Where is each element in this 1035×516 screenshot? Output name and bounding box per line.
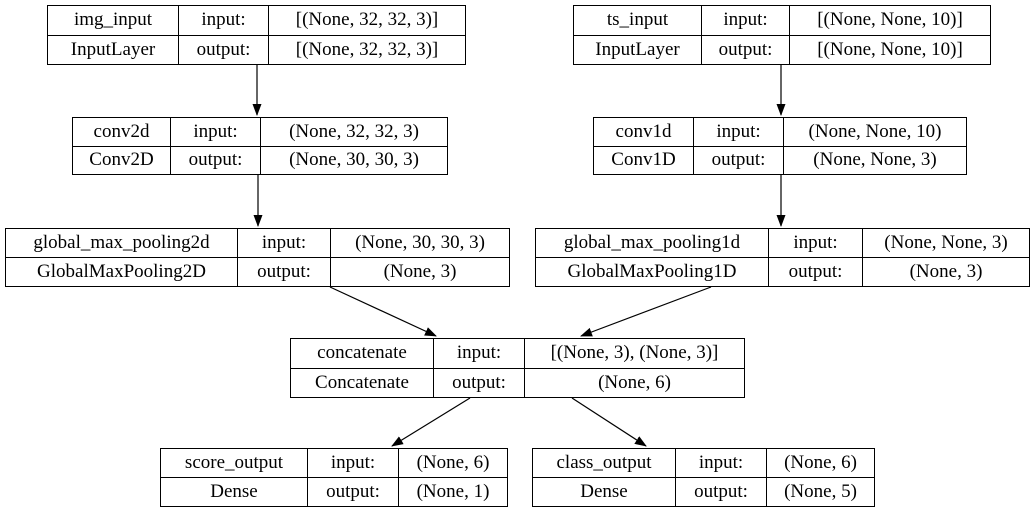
input-label: input: xyxy=(433,338,525,369)
input-shape: (None, 32, 32, 3) xyxy=(260,117,448,147)
layer-name: concatenate xyxy=(290,338,434,369)
output-label: output: xyxy=(768,257,863,287)
layer-class: Concatenate xyxy=(290,367,434,398)
input-label: input: xyxy=(768,228,863,258)
input-label: input: xyxy=(675,448,767,478)
edge-global_max_pooling2d-to-concatenate xyxy=(329,286,437,337)
input-shape: [(None, 32, 32, 3)] xyxy=(268,5,466,36)
input-label: input: xyxy=(178,5,269,36)
input-shape: [(None, None, 10)] xyxy=(789,5,991,36)
layer-name: global_max_pooling2d xyxy=(5,228,238,258)
layer-class: InputLayer xyxy=(47,34,179,65)
output-shape: (None, 1) xyxy=(398,477,508,507)
layer-class: Conv2D xyxy=(72,145,171,175)
output-label: output: xyxy=(433,367,525,398)
node-ts_input: ts_input input: [(None, None, 10)] Input… xyxy=(573,5,991,65)
output-shape: [(None, 32, 32, 3)] xyxy=(268,34,466,65)
node-score_output: score_output input: (None, 6) Dense outp… xyxy=(160,448,508,507)
output-label: output: xyxy=(178,34,269,65)
layer-class: Dense xyxy=(160,477,308,507)
layer-name: global_max_pooling1d xyxy=(535,228,769,258)
output-shape: (None, 6) xyxy=(524,367,745,398)
layer-class: Conv1D xyxy=(593,145,694,175)
output-shape: (None, 30, 30, 3) xyxy=(260,145,448,175)
output-label: output: xyxy=(307,477,399,507)
node-global_max_pooling2d: global_max_pooling2d input: (None, 30, 3… xyxy=(5,228,510,287)
layer-name: img_input xyxy=(47,5,179,36)
input-shape: (None, 6) xyxy=(766,448,875,478)
layer-class: Dense xyxy=(532,477,676,507)
node-conv1d: conv1d input: (None, None, 10) Conv1D ou… xyxy=(593,117,967,175)
input-label: input: xyxy=(237,228,331,258)
node-concatenate: concatenate input: [(None, 3), (None, 3)… xyxy=(290,338,745,398)
layer-name: score_output xyxy=(160,448,308,478)
output-shape: (None, 3) xyxy=(330,257,510,287)
output-shape: (None, 5) xyxy=(766,477,875,507)
layer-name: conv2d xyxy=(72,117,171,147)
output-shape: (None, 3) xyxy=(862,257,1030,287)
output-label: output: xyxy=(170,145,261,175)
input-shape: (None, None, 3) xyxy=(862,228,1030,258)
input-shape: (None, 30, 30, 3) xyxy=(330,228,510,258)
layer-name: class_output xyxy=(532,448,676,478)
layer-class: GlobalMaxPooling2D xyxy=(5,257,238,287)
node-img_input: img_input input: [(None, 32, 32, 3)] Inp… xyxy=(47,5,466,65)
output-label: output: xyxy=(237,257,331,287)
input-label: input: xyxy=(170,117,261,147)
node-conv2d: conv2d input: (None, 32, 32, 3) Conv2D o… xyxy=(72,117,448,175)
input-label: input: xyxy=(307,448,399,478)
output-label: output: xyxy=(693,145,784,175)
layer-name: conv1d xyxy=(593,117,694,147)
layer-name: ts_input xyxy=(573,5,702,36)
input-shape: (None, 6) xyxy=(398,448,508,478)
input-shape: [(None, 3), (None, 3)] xyxy=(524,338,745,369)
output-label: output: xyxy=(701,34,790,65)
output-shape: (None, None, 3) xyxy=(783,145,967,175)
input-label: input: xyxy=(701,5,790,36)
edge-global_max_pooling1d-to-concatenate xyxy=(580,286,712,337)
layer-class: InputLayer xyxy=(573,34,702,65)
input-label: input: xyxy=(693,117,784,147)
input-shape: (None, None, 10) xyxy=(783,117,967,147)
node-global_max_pooling1d: global_max_pooling1d input: (None, None,… xyxy=(535,228,1030,287)
edge-concatenate-to-class_output xyxy=(571,397,647,447)
layer-class: GlobalMaxPooling1D xyxy=(535,257,769,287)
edge-concatenate-to-score_output xyxy=(391,397,471,447)
output-shape: [(None, None, 10)] xyxy=(789,34,991,65)
node-class_output: class_output input: (None, 6) Dense outp… xyxy=(532,448,875,507)
output-label: output: xyxy=(675,477,767,507)
